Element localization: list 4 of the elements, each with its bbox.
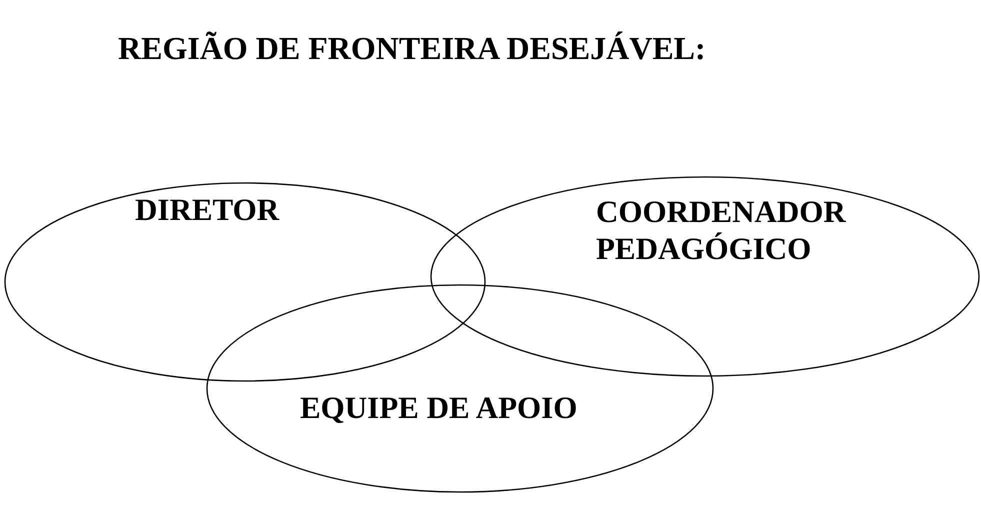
- set-label: DIRETOR: [135, 191, 280, 228]
- set-label: EQUIPE DE APOIO: [300, 389, 578, 426]
- set-label: COORDENADOR PEDAGÓGICO: [596, 193, 847, 267]
- diagram-title: REGIÃO DE FRONTEIRA DESEJÁVEL:: [118, 30, 706, 67]
